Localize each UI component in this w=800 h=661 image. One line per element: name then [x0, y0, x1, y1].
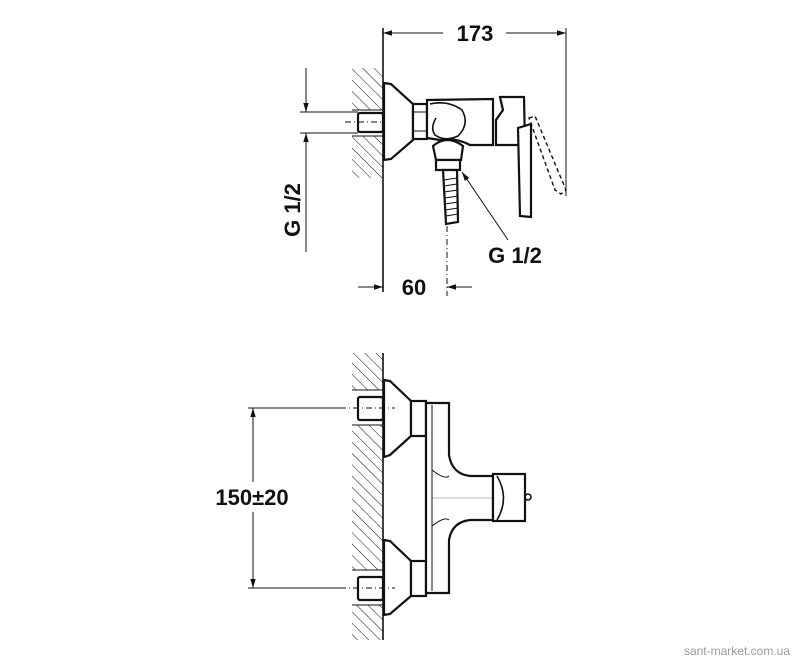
dimension-60: 60 [358, 275, 472, 300]
dim-173-label: 173 [457, 21, 494, 46]
outlet-thread-label: G 1/2 [488, 243, 542, 268]
rosette [382, 81, 415, 162]
front-view: 150±20 [215, 353, 532, 640]
dimension-150: 150±20 [215, 407, 395, 589]
lever-alt-position [528, 115, 567, 195]
nut-upper [409, 399, 428, 438]
wall-hatch-top [352, 28, 384, 292]
dimension-inlet-thread: G 1/2 [280, 68, 358, 252]
watermark: sant-market.com.ua [684, 644, 790, 658]
wall-hatch-front [352, 353, 384, 640]
rosette-upper [382, 378, 413, 459]
lever-blade [516, 122, 533, 219]
mixer-body [425, 97, 495, 147]
handle-knob [524, 493, 532, 501]
handle [491, 472, 527, 523]
outlet [431, 138, 465, 162]
nut [411, 102, 429, 141]
nut-lower [409, 559, 428, 598]
outlet-nut [434, 158, 462, 172]
dimension-outlet-thread: G 1/2 [461, 171, 542, 268]
dimension-173: 173 [383, 21, 567, 196]
dim-150-label: 150±20 [215, 485, 288, 510]
dim-60-label: 60 [402, 275, 426, 300]
rosette-lower [382, 538, 413, 617]
top-view: 173 60 G 1/2 G 1/2 [280, 21, 567, 300]
inlet-thread-label: G 1/2 [280, 183, 305, 237]
